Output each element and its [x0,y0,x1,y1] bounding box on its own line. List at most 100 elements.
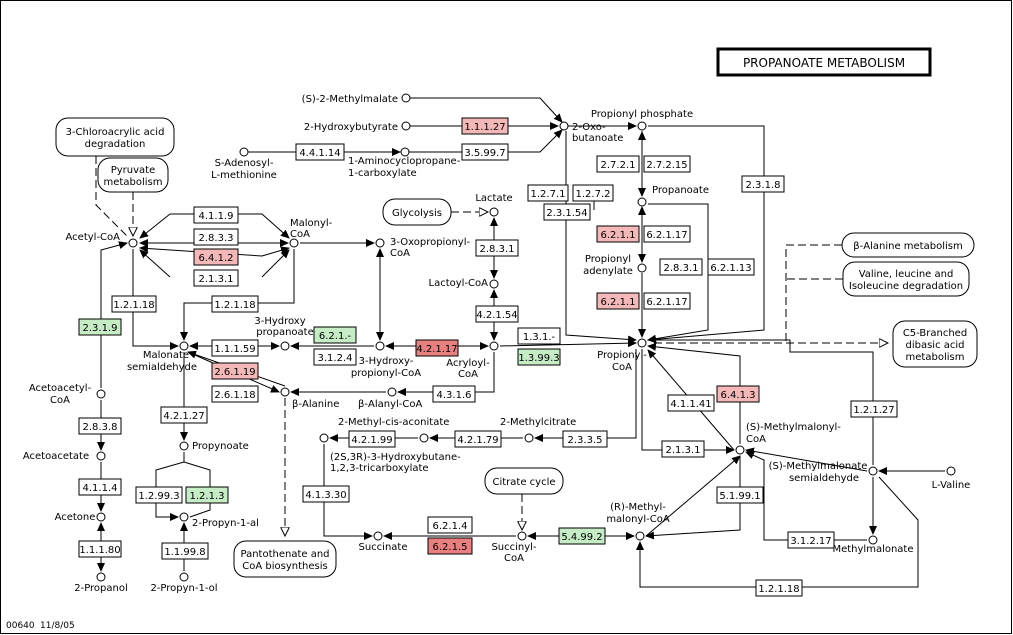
compound[interactable]: 3-Hydroxy- [359,341,414,367]
enzyme-box[interactable]: 6.2.1.1 [596,292,640,310]
enzyme-box[interactable]: 6.4.1.2 [193,248,239,266]
compound[interactable]: 1,2,3-tricarboxylate [330,463,429,474]
compound-node[interactable] [280,341,290,351]
compound[interactable]: Lactate [475,193,513,217]
enzyme-box-rect[interactable] [313,348,357,366]
enzyme-box[interactable]: 6.4.1.3 [716,385,760,403]
enzyme-box-rect[interactable] [78,478,122,496]
enzyme-box[interactable]: 4.2.1.27 [160,406,208,424]
enzyme-box-rect[interactable] [517,327,561,345]
enzyme-box[interactable]: 6.2.1.1 [596,225,640,243]
compound[interactable]: CoA [390,248,410,259]
compound[interactable]: Propynoate [179,441,249,452]
compound[interactable]: Propionyl phosphate [591,109,693,131]
enzyme-box-rect[interactable] [211,295,259,313]
enzyme-box[interactable]: 4.1.1.4 [78,478,122,496]
enzyme-box[interactable]: 1.1.1.59 [211,339,259,357]
enzyme-box-rect[interactable] [596,292,640,310]
enzyme-box[interactable]: 6.2.1.- [313,326,357,344]
enzyme-box[interactable]: 6.2.1.13 [707,258,755,276]
enzyme-box[interactable]: 2.3.1.9 [78,318,122,336]
compound-node[interactable] [96,512,106,522]
enzyme-box-rect[interactable] [475,239,519,257]
compound-node[interactable] [375,238,385,248]
compound[interactable]: CoA [290,229,310,240]
enzyme-box[interactable]: 1.2.1.27 [850,400,898,418]
enzyme-box-rect[interactable] [415,339,459,357]
compound-node[interactable] [735,445,745,455]
compound[interactable]: CoA [746,434,766,445]
compound[interactable]: propionyl-CoA [351,368,421,379]
enzyme-box[interactable]: 2.8.3.1 [475,239,519,257]
enzyme-box-rect[interactable] [659,258,703,276]
enzyme-box-rect[interactable] [707,258,755,276]
compound-node[interactable] [489,341,499,351]
compound[interactable]: Propanoate [637,185,709,207]
enzyme-box-rect[interactable] [193,269,239,287]
compound[interactable]: (S)-2-Methylmalate [302,93,411,105]
compound[interactable]: Propionyl- [597,338,647,361]
enzyme-box[interactable]: 4.1.1.9 [193,206,239,224]
enzyme-box-rect[interactable] [135,486,183,504]
enzyme-box-rect[interactable] [78,417,122,435]
compound[interactable]: Propionyl [585,254,647,273]
enzyme-box[interactable]: 2.8.3.8 [78,417,122,435]
enzyme-box[interactable]: 1.2.1.3 [185,486,229,504]
compound[interactable]: Acetoacetyl- [29,383,106,399]
enzyme-box-rect[interactable] [716,385,760,403]
compound[interactable]: (R)-Methyl- [610,502,666,541]
enzyme-box-rect[interactable] [295,143,345,161]
compound[interactable]: β-Alanine [280,387,339,410]
compound-node[interactable] [179,572,189,582]
enzyme-box[interactable]: 1.1.1.80 [78,540,122,558]
enzyme-box[interactable]: 2.3.3.5 [562,430,608,448]
enzyme-box[interactable]: 4.2.1.99 [348,430,396,448]
enzyme-box[interactable]: 6.2.1.17 [643,225,691,243]
compound-node[interactable] [637,338,647,348]
enzyme-box-rect[interactable] [562,430,608,448]
compound[interactable]: 1-Aminocyclopropane- [348,147,461,167]
enzyme-box-rect[interactable] [313,326,357,344]
compound[interactable]: 1-carboxylate [348,168,417,179]
pathway-map-box[interactable]: β-Alanine metabolism [841,232,975,258]
compound-node[interactable] [489,279,499,289]
compound-node[interactable] [635,531,645,541]
enzyme-box[interactable]: 5.1.99.1 [716,486,764,504]
enzyme-box-rect[interactable] [716,486,764,504]
compound[interactable]: malonyl-CoA [606,514,670,525]
enzyme-box-rect[interactable] [475,305,519,323]
enzyme-box[interactable]: 3.1.2.4 [313,348,357,366]
compound[interactable]: 2-Methylcitrate [500,417,576,443]
enzyme-box-rect[interactable] [211,339,259,357]
enzyme-box[interactable]: 4.1.3.30 [302,485,350,503]
compound[interactable]: β-Alanyl-CoA [358,387,422,410]
enzyme-box[interactable]: 2.6.1.18 [211,385,259,403]
compound[interactable]: 2-Propyn-1-al [179,512,259,529]
compound[interactable]: Acetone [55,512,106,523]
compound-node[interactable] [375,341,385,351]
enzyme-box[interactable]: 1.3.99.3 [517,348,561,366]
compound[interactable]: CoA [504,553,524,564]
compound[interactable]: 3-Oxopropionyl- [375,237,470,248]
compound-node[interactable] [419,433,429,443]
compound[interactable]: L-Valine [932,466,971,491]
enzyme-box[interactable]: 2.1.3.1 [193,269,239,287]
enzyme-box[interactable]: 4.3.1.6 [432,385,476,403]
enzyme-box-rect[interactable] [667,394,715,412]
enzyme-box[interactable]: 4.2.1.79 [454,430,502,448]
enzyme-box[interactable]: 1.2.1.18 [211,295,259,313]
compound-node[interactable] [96,389,106,399]
compound-node[interactable] [868,466,878,476]
enzyme-box[interactable]: 4.4.1.14 [295,143,345,161]
compound-node[interactable] [96,572,106,582]
enzyme-box-rect[interactable] [643,292,691,310]
enzyme-box[interactable]: 2.6.1.19 [211,362,259,380]
compound-node[interactable] [400,147,410,157]
compound[interactable]: Malonate [143,341,189,361]
compound-node[interactable] [868,535,878,545]
enzyme-box[interactable]: 1.2.7.2 [572,184,614,202]
pathway-map-rect[interactable] [841,232,975,258]
compound[interactable]: (S)-Methylmalonyl- [735,422,841,455]
